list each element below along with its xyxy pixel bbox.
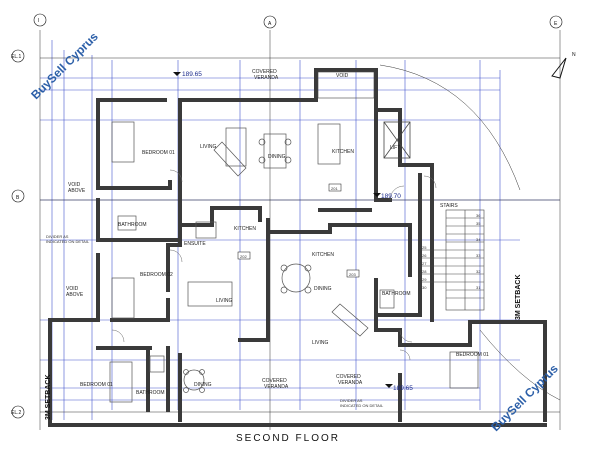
- room-kitchen-top: KITCHEN: [332, 149, 354, 155]
- stair-number: 35: [476, 221, 481, 226]
- room-stairs: STAIRS: [440, 203, 458, 209]
- stair-number: 29: [422, 277, 427, 282]
- room-living-center: LIVING: [312, 340, 329, 346]
- label-line: DIVIDER AS: [46, 234, 69, 239]
- watermark-top-left: BuySell Cyprus: [28, 29, 101, 102]
- furniture: [109, 121, 479, 403]
- label-line: VERANDA: [338, 380, 363, 386]
- stair-number: 36: [476, 213, 481, 218]
- label-line: INDICATED ON DETAIL: [46, 239, 90, 244]
- door-swings: [111, 169, 437, 361]
- room-dining-center: DINING: [314, 286, 332, 292]
- stair-number: 33: [476, 253, 481, 258]
- stair-number: 34: [476, 237, 481, 242]
- setback-right: 3M SETBACK: [515, 274, 522, 320]
- unit-tag-203: 203: [349, 272, 356, 277]
- walls: [48, 68, 547, 427]
- unit-tag-202: 202: [240, 254, 247, 259]
- level-mid: 189.70: [381, 193, 401, 200]
- label-line: ABOVE: [66, 292, 84, 298]
- grid-tag-i: I: [38, 18, 39, 24]
- grid-tag-e: E: [554, 21, 558, 27]
- stair-number: 32: [476, 269, 481, 274]
- level-top: 189.65: [182, 71, 202, 78]
- room-bedroom-bottom-right: BEDROOM 01: [456, 352, 489, 358]
- room-kitchen-center: KITCHEN: [312, 252, 334, 258]
- room-living-mid: LIVING: [216, 298, 233, 304]
- label-line: INDICATED ON DETAIL: [340, 403, 384, 408]
- room-ensuite: ENSUITE: [184, 241, 206, 247]
- grid-markers: [11, 13, 563, 419]
- room-dining-top: DINING: [268, 154, 286, 160]
- setback-left: 3M SETBACK: [45, 374, 52, 420]
- label-line: DIVIDER AS: [340, 398, 363, 403]
- room-living-top: LIVING: [200, 144, 217, 150]
- label-line: COVERED: [252, 69, 277, 75]
- label-line: VERANDA: [264, 384, 289, 390]
- label-line: ABOVE: [68, 188, 86, 194]
- room-void-top: VOID: [336, 73, 349, 79]
- stair-number: 27: [422, 261, 427, 266]
- room-bedroom-bottom-left: BEDROOM 01: [80, 382, 113, 388]
- label-line: VOID: [66, 286, 79, 292]
- room-bedroom-02: BEDROOM 02: [140, 272, 173, 278]
- level-markers: 189.65 189.70 189.65: [173, 71, 413, 392]
- stair-number: 30: [422, 285, 427, 290]
- label-line: COVERED: [262, 378, 287, 384]
- unit-tag-201: 201: [331, 186, 338, 191]
- room-dining-bottom: DINING: [194, 382, 212, 388]
- stairs-block: [420, 209, 485, 311]
- page-title: SECOND FLOOR: [236, 433, 340, 444]
- grid-tag-el1: EL.1: [11, 54, 22, 60]
- north-arrow: N: [551, 52, 576, 79]
- label-line: VERANDA: [254, 75, 279, 81]
- lift-box: [383, 121, 411, 159]
- stair-number: 26: [422, 253, 427, 258]
- grid-tag-b: B: [16, 195, 20, 201]
- stair-numbers: 25 26 27 28 29 30 31 32 33 34 35 36: [422, 213, 481, 290]
- room-kitchen-mid: KITCHEN: [234, 226, 256, 232]
- stair-number: 31: [476, 285, 481, 290]
- room-lift: LIFT: [390, 145, 400, 151]
- grid-tag-el2: EL.2: [11, 410, 22, 416]
- north-arrow-icon: [551, 57, 567, 79]
- unit-tags: 201 202 203: [237, 183, 360, 278]
- room-bathroom-bottom: BATHROOM: [136, 390, 165, 396]
- north-label: N: [572, 52, 576, 58]
- grid-tag-a: A: [268, 21, 272, 27]
- stair-number: 28: [422, 269, 427, 274]
- stair-number: 25: [422, 245, 427, 250]
- void-box: [317, 71, 375, 99]
- room-bedroom-top-left: BEDROOM 01: [142, 150, 175, 156]
- label-line: VOID: [68, 182, 81, 188]
- room-bathroom-left: BATHROOM: [118, 222, 147, 228]
- level-bottom: 189.65: [393, 385, 413, 392]
- room-bathroom-right: BATHROOM: [382, 291, 411, 297]
- label-line: COVERED: [336, 374, 361, 380]
